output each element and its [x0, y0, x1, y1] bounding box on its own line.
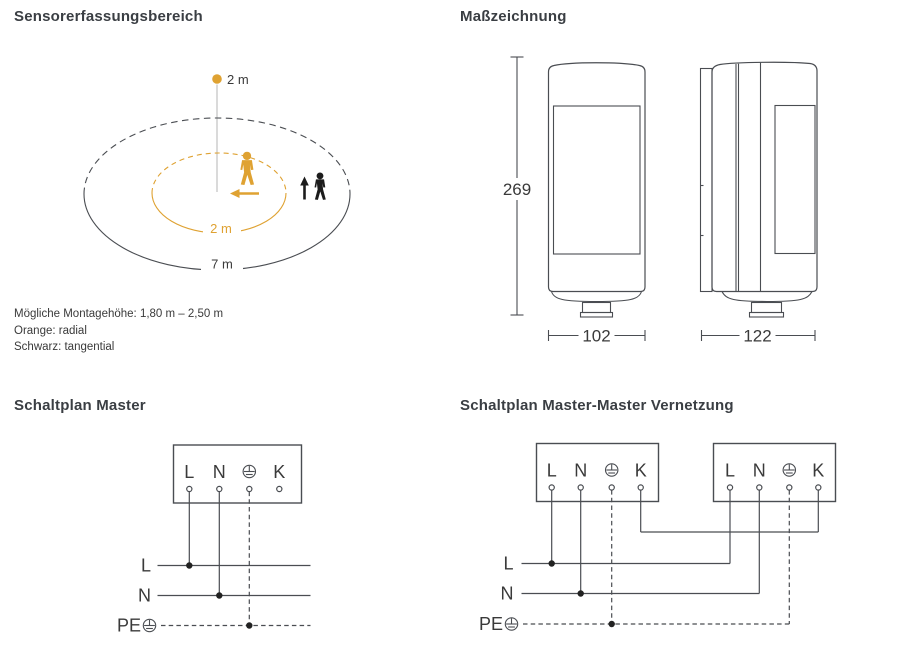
mounting-height-label: 2 m	[227, 72, 249, 87]
side-width-dimension: 122	[700, 326, 816, 346]
network-device-box-1: L N K	[535, 442, 660, 503]
box2-terminal-l-contact	[726, 484, 734, 491]
box1-terminal-earth-icon	[604, 463, 619, 477]
junction-l	[186, 562, 193, 569]
network-section-title: Schaltplan Master-Master Vernetzung	[460, 397, 734, 414]
radial-range-label: 2 m	[210, 221, 232, 236]
caption-orange-radial: Orange: radial	[14, 324, 87, 337]
supply-l-label: L	[141, 556, 151, 576]
side-width-label: 122	[743, 327, 771, 346]
box1-terminal-l-contact	[548, 484, 555, 491]
master-device-box: L N K	[172, 444, 303, 504]
front-width-label: 102	[582, 327, 610, 346]
master-section-title: Schaltplan Master	[14, 397, 146, 414]
wiring-diagram-master: L N K L N PE	[117, 444, 311, 636]
network-junction-n	[577, 590, 584, 597]
box1-terminal-n-label: N	[574, 461, 587, 481]
height-dimension-label: 269	[503, 180, 531, 199]
network-supply-n-label: N	[501, 584, 514, 604]
wiring-diagram-network: L N K L N K	[479, 442, 837, 634]
network-device-box-2: L N K	[712, 442, 837, 503]
junction-n	[216, 592, 223, 599]
terminal-k-contact	[276, 485, 283, 493]
box1-terminal-earth-contact	[608, 484, 615, 491]
caption-black-tangential: Schwarz: tangential	[14, 341, 115, 353]
mounting-point-dot	[212, 74, 222, 84]
supply-pe-earth-icon	[142, 618, 157, 633]
box1-terminal-k-contact	[637, 484, 644, 491]
front-spigot-flange	[579, 311, 614, 318]
device-side-view	[699, 61, 818, 318]
radial-ellipse-top-arc	[151, 152, 287, 194]
front-width-dimension: 102	[547, 326, 646, 346]
terminal-l-contact	[186, 485, 193, 493]
network-junction-l	[548, 560, 555, 567]
box1-terminal-n-contact	[577, 484, 584, 491]
tangential-label-mask	[201, 256, 243, 272]
box2-terminal-l-label: L	[725, 461, 735, 481]
network-supply-pe-earth-icon	[504, 617, 519, 631]
supply-n-label: N	[138, 586, 151, 606]
box1-terminal-k-label: K	[635, 461, 647, 481]
radial-person-icon	[240, 151, 255, 185]
radial-label-mask	[203, 221, 241, 235]
network-junction-pe	[608, 620, 615, 628]
sensor-captions: Mögliche Montagehöhe: 1,80 m – 2,50 m Or…	[14, 306, 223, 356]
height-dimension: 269	[501, 56, 533, 316]
caption-mounting-height: Mögliche Montagehöhe: 1,80 m – 2,50 m	[14, 308, 224, 320]
sensor-range-diagram: 2 m 2 m 7 m	[83, 72, 351, 272]
junction-pe	[246, 622, 253, 629]
terminal-l-label: L	[184, 462, 194, 482]
terminal-n-label: N	[213, 462, 226, 482]
box2-terminal-earth-contact	[786, 484, 793, 491]
front-spigot	[581, 301, 612, 314]
side-spigot	[750, 301, 783, 314]
front-sensor-window	[552, 105, 641, 255]
box2-terminal-earth-icon	[782, 463, 797, 477]
box2-terminal-n-contact	[756, 484, 763, 491]
network-supply-l-label: L	[503, 554, 513, 574]
side-sensor-window	[774, 104, 816, 255]
box2-terminal-n-label: N	[753, 461, 766, 481]
box1-terminal-l-label: L	[547, 461, 557, 481]
radial-direction-arrow	[230, 189, 259, 198]
terminal-earth-contact	[246, 485, 253, 493]
box2-terminal-k-contact	[815, 484, 822, 491]
terminal-n-contact	[216, 485, 223, 493]
terminal-earth-icon	[242, 464, 257, 479]
tangential-person-icon	[314, 172, 326, 200]
device-front-view	[547, 62, 646, 318]
tangential-ellipse-top-arc	[83, 117, 351, 195]
terminal-k-label: K	[273, 462, 285, 482]
wall-mount-plate	[699, 67, 713, 293]
dimension-section-title: Maßzeichnung	[460, 8, 567, 25]
tangential-direction-arrow	[300, 176, 309, 200]
side-spigot-flange	[748, 311, 785, 318]
tangential-range-label: 7 m	[211, 257, 233, 272]
dimension-drawing: 269 102	[501, 56, 818, 346]
box2-terminal-k-label: K	[812, 461, 824, 481]
supply-pe-label: PE	[117, 616, 141, 636]
network-supply-pe-label: PE	[479, 614, 503, 634]
sensor-section-title: Sensorerfassungsbereich	[14, 8, 203, 25]
